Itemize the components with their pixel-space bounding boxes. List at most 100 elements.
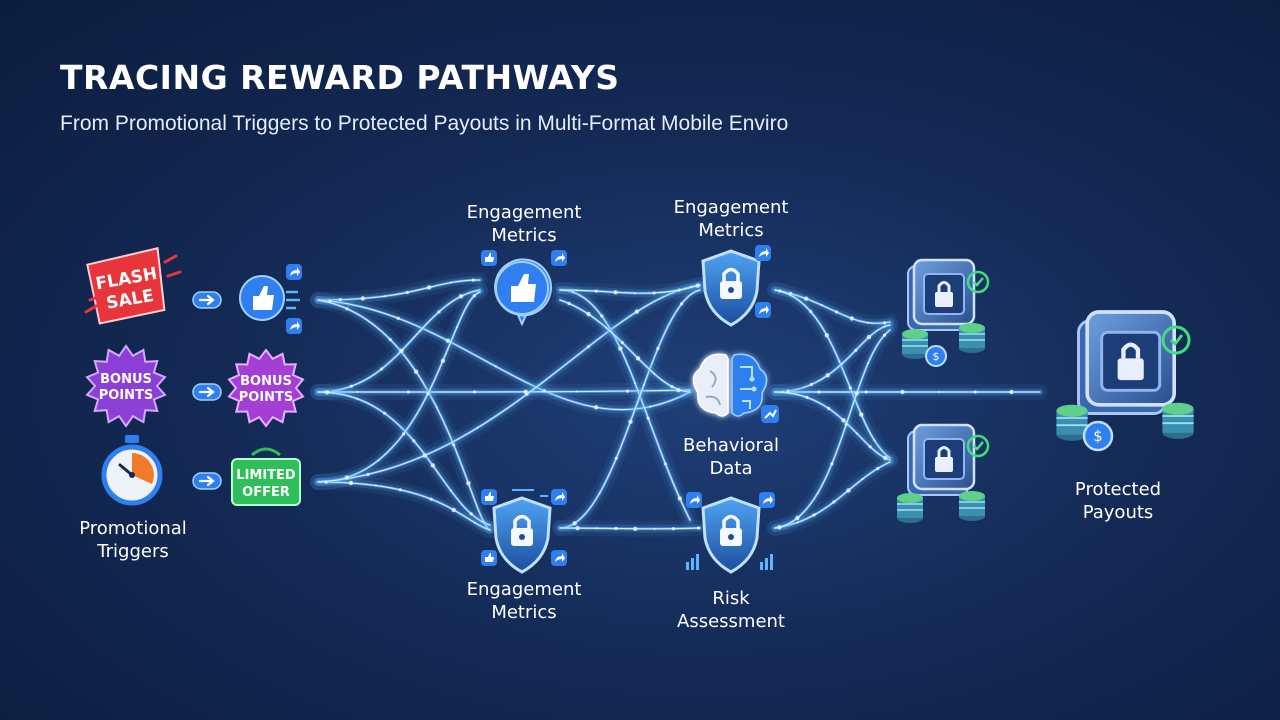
stream-sparkle (876, 466, 880, 471)
limited-offer-line1: LIMITED (236, 468, 296, 483)
share-icon (551, 250, 567, 266)
stream-sparkle (542, 389, 547, 393)
stream-sparkle (366, 472, 370, 477)
stream-sparkle (429, 497, 433, 501)
stream-sparkle (482, 520, 485, 523)
stream-sparkle (832, 500, 836, 504)
share-icon (551, 489, 567, 505)
stream-sparkle (412, 439, 416, 443)
stream-sparkle (809, 382, 814, 387)
stream-sparkle (670, 385, 674, 389)
stream-path (317, 389, 691, 393)
coin-stack-icon (896, 492, 924, 524)
stream-sparkle (620, 341, 624, 345)
stream-sparkle (445, 338, 450, 343)
check-icon (966, 434, 990, 458)
stream-sparkle (867, 362, 870, 365)
stream-sparkle (618, 346, 623, 351)
label-line1: Engagement (466, 579, 582, 600)
stream-sparkle (324, 480, 328, 484)
stream-sparkle (472, 294, 476, 298)
engagement-metrics-label-top-right: Engagement Metrics (674, 196, 789, 242)
stream-sparkle (817, 390, 821, 394)
stream-sparkle (861, 477, 864, 480)
label-line1: Behavioral (683, 435, 779, 456)
arrow-icon (191, 382, 223, 402)
stream-sparkle (471, 278, 475, 282)
stream-sparkle (633, 526, 638, 531)
vault-lock-icon (1079, 312, 1175, 414)
stream-sparkle (795, 515, 800, 521)
risk-assessment-label: Risk Assessment (677, 587, 785, 633)
stream-sparkle (593, 405, 599, 410)
stream-sparkle (882, 321, 887, 325)
stream-sparkle (883, 455, 888, 461)
promotional-triggers-label: Promotional Triggers (79, 517, 187, 563)
stream-sparkle (676, 388, 681, 393)
shield-lock-icon (492, 496, 552, 574)
page-subtitle: From Promotional Triggers to Protected P… (60, 112, 789, 135)
stream-sparkle (435, 406, 438, 409)
svg-text:$: $ (933, 350, 940, 363)
stream-sparkle (642, 384, 645, 386)
stream-sparkle (338, 298, 342, 302)
shield-lock-icon (701, 249, 761, 327)
stream-sparkle (628, 419, 633, 424)
stream-sparkle (598, 492, 601, 495)
protected-payouts-label: Protected Payouts (1075, 478, 1161, 524)
label-line2: Payouts (1082, 502, 1154, 523)
coin-stack-icon (901, 328, 929, 360)
stream-sparkle (855, 432, 858, 435)
stream-sparkle (384, 295, 387, 298)
stream-sparkle (613, 290, 618, 295)
stream-path (559, 299, 691, 393)
stream-sparkle (868, 445, 872, 449)
stream-sparkle (634, 382, 636, 385)
stream-sparkle (841, 362, 844, 365)
stream-sparkle (854, 348, 858, 352)
stream-sparkle (356, 397, 359, 400)
label-line2: Metrics (491, 602, 557, 623)
label-line1: Protected (1074, 479, 1162, 500)
svg-text:$: $ (1093, 427, 1103, 445)
label-line1: Engagement (673, 197, 789, 218)
stream-sparkle (671, 527, 676, 531)
stream-path (317, 291, 481, 483)
stream-sparkle (328, 299, 332, 303)
stream-sparkle (466, 481, 471, 486)
bonus-points-badge: BONUS POINTS (85, 344, 167, 428)
stream-sparkle (398, 488, 402, 492)
protected-payouts-vault (1079, 312, 1175, 414)
stream-sparkle (690, 285, 692, 288)
stream-sparkle (625, 389, 630, 393)
coin-stack-icon (958, 322, 986, 354)
stream-sparkle (605, 326, 608, 329)
bonus-points-line1: BONUS (100, 372, 152, 387)
flash-burst-lines-icon (84, 254, 182, 314)
stream-sparkle (827, 406, 831, 411)
trend-chart-icon (686, 554, 773, 570)
stream-sparkle (405, 290, 409, 295)
engagement-metrics-label-bottom: Engagement Metrics (467, 578, 582, 624)
stream-sparkle (451, 507, 456, 513)
stream-path (774, 289, 891, 459)
stream-sparkle (575, 525, 580, 531)
behavioral-data-label: Behavioral Data (683, 434, 779, 480)
stream-path (774, 324, 891, 393)
stream-sparkle (864, 390, 868, 394)
stream-sparkle (440, 358, 446, 363)
label-line2: Triggers (97, 541, 169, 562)
stream-sparkle (476, 426, 479, 429)
stream-sparkle (777, 525, 782, 530)
stream-sparkle (1009, 389, 1014, 395)
stream-sparkle (418, 330, 421, 332)
stream-sparkle (695, 283, 700, 288)
stream-sparkle (677, 288, 681, 292)
stream-sparkle (586, 311, 591, 317)
stream-sparkle (873, 439, 876, 442)
stream-sparkle (449, 489, 452, 492)
stream-sparkle (450, 281, 452, 284)
bonus-points-2-line1: BONUS (240, 374, 292, 389)
bonus-points-badge-2: BONUS POINTS (227, 348, 305, 428)
stream-sparkle (859, 412, 864, 417)
